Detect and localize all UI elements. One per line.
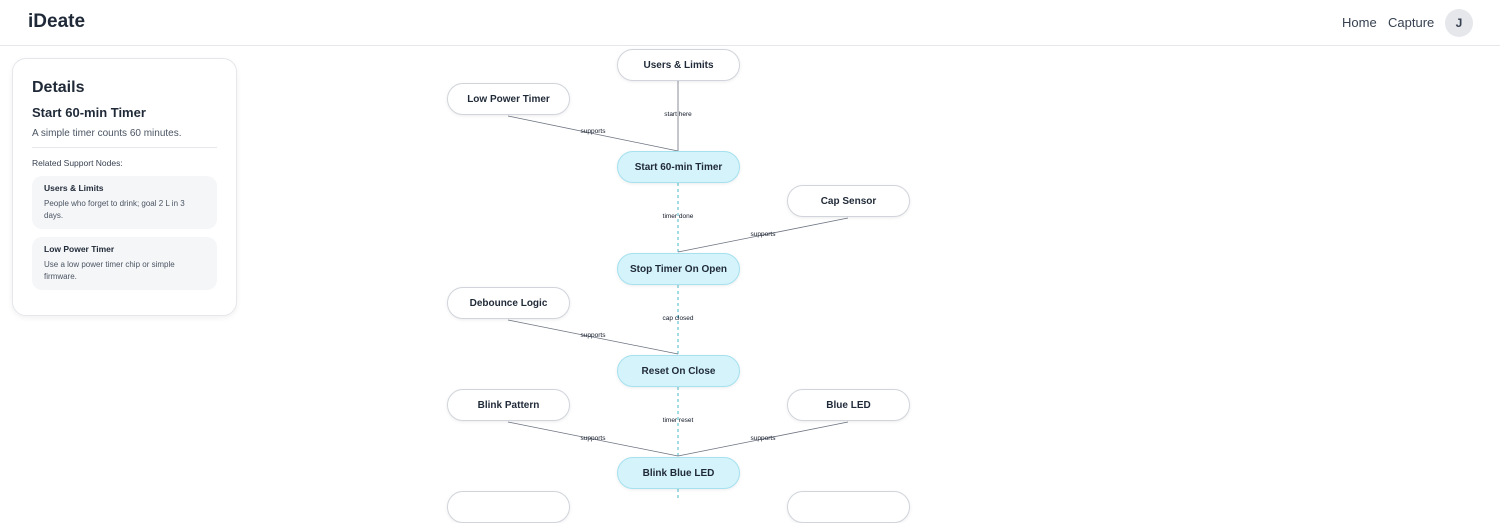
edge-label-supports: supports — [750, 231, 776, 238]
node-blink-pattern[interactable]: Blink Pattern — [447, 389, 570, 421]
node-partial-left[interactable] — [447, 491, 570, 523]
node-cap-sensor[interactable]: Cap Sensor — [787, 185, 910, 217]
details-divider — [32, 147, 217, 148]
nav-home-link[interactable]: Home — [1342, 15, 1377, 30]
node-blue-led[interactable]: Blue LED — [787, 389, 910, 421]
details-panel: Details Start 60-min Timer A simple time… — [12, 58, 237, 316]
selected-node-title: Start 60-min Timer — [32, 105, 146, 120]
support-node-title: Users & Limits — [44, 183, 104, 193]
support-node-description: People who forget to drink; goal 2 L in … — [44, 199, 185, 220]
edge-label-timer-reset: timer reset — [662, 417, 694, 424]
node-reset-on-close[interactable]: Reset On Close — [617, 355, 740, 387]
edge-label-supports: supports — [580, 128, 606, 135]
nav-capture-link[interactable]: Capture — [1388, 15, 1435, 30]
node-users-limits[interactable]: Users & Limits — [617, 49, 740, 81]
node-stop-timer[interactable]: Stop Timer On Open — [617, 253, 740, 285]
support-node-card[interactable]: Low Power Timer Use a low power timer ch… — [32, 237, 217, 291]
node-blink-blue-led[interactable]: Blink Blue LED — [617, 457, 740, 489]
details-heading: Details — [32, 79, 85, 96]
support-node-title: Low Power Timer — [44, 244, 115, 255]
user-avatar[interactable]: J — [1445, 9, 1473, 37]
edge-label-supports: supports — [580, 435, 606, 442]
node-start-timer[interactable]: Start 60-min Timer — [617, 151, 740, 183]
node-low-power-timer[interactable]: Low Power Timer — [447, 83, 570, 115]
selected-node-description: A simple timer counts 60 minutes. — [32, 128, 182, 139]
edge-label-supports: supports — [750, 435, 776, 442]
related-support-label: Related Support Nodes: — [32, 158, 123, 168]
edge-label-timer-done: timer done — [662, 213, 694, 220]
edge-label-supports: supports — [580, 332, 606, 339]
support-node-description: Use a low power timer chip or simple fir… — [44, 260, 175, 281]
node-partial-right[interactable] — [787, 491, 910, 523]
app-brand-logo[interactable]: iDeate — [28, 11, 86, 32]
edge-label-start-here: start here — [664, 111, 692, 118]
top-navigation-bar: iDeate Home Capture J — [0, 0, 1500, 46]
support-node-card[interactable]: Users & Limits People who forget to drin… — [32, 176, 217, 230]
edge-label-cap-closed: cap closed — [662, 315, 694, 322]
node-debounce-logic[interactable]: Debounce Logic — [447, 287, 570, 319]
